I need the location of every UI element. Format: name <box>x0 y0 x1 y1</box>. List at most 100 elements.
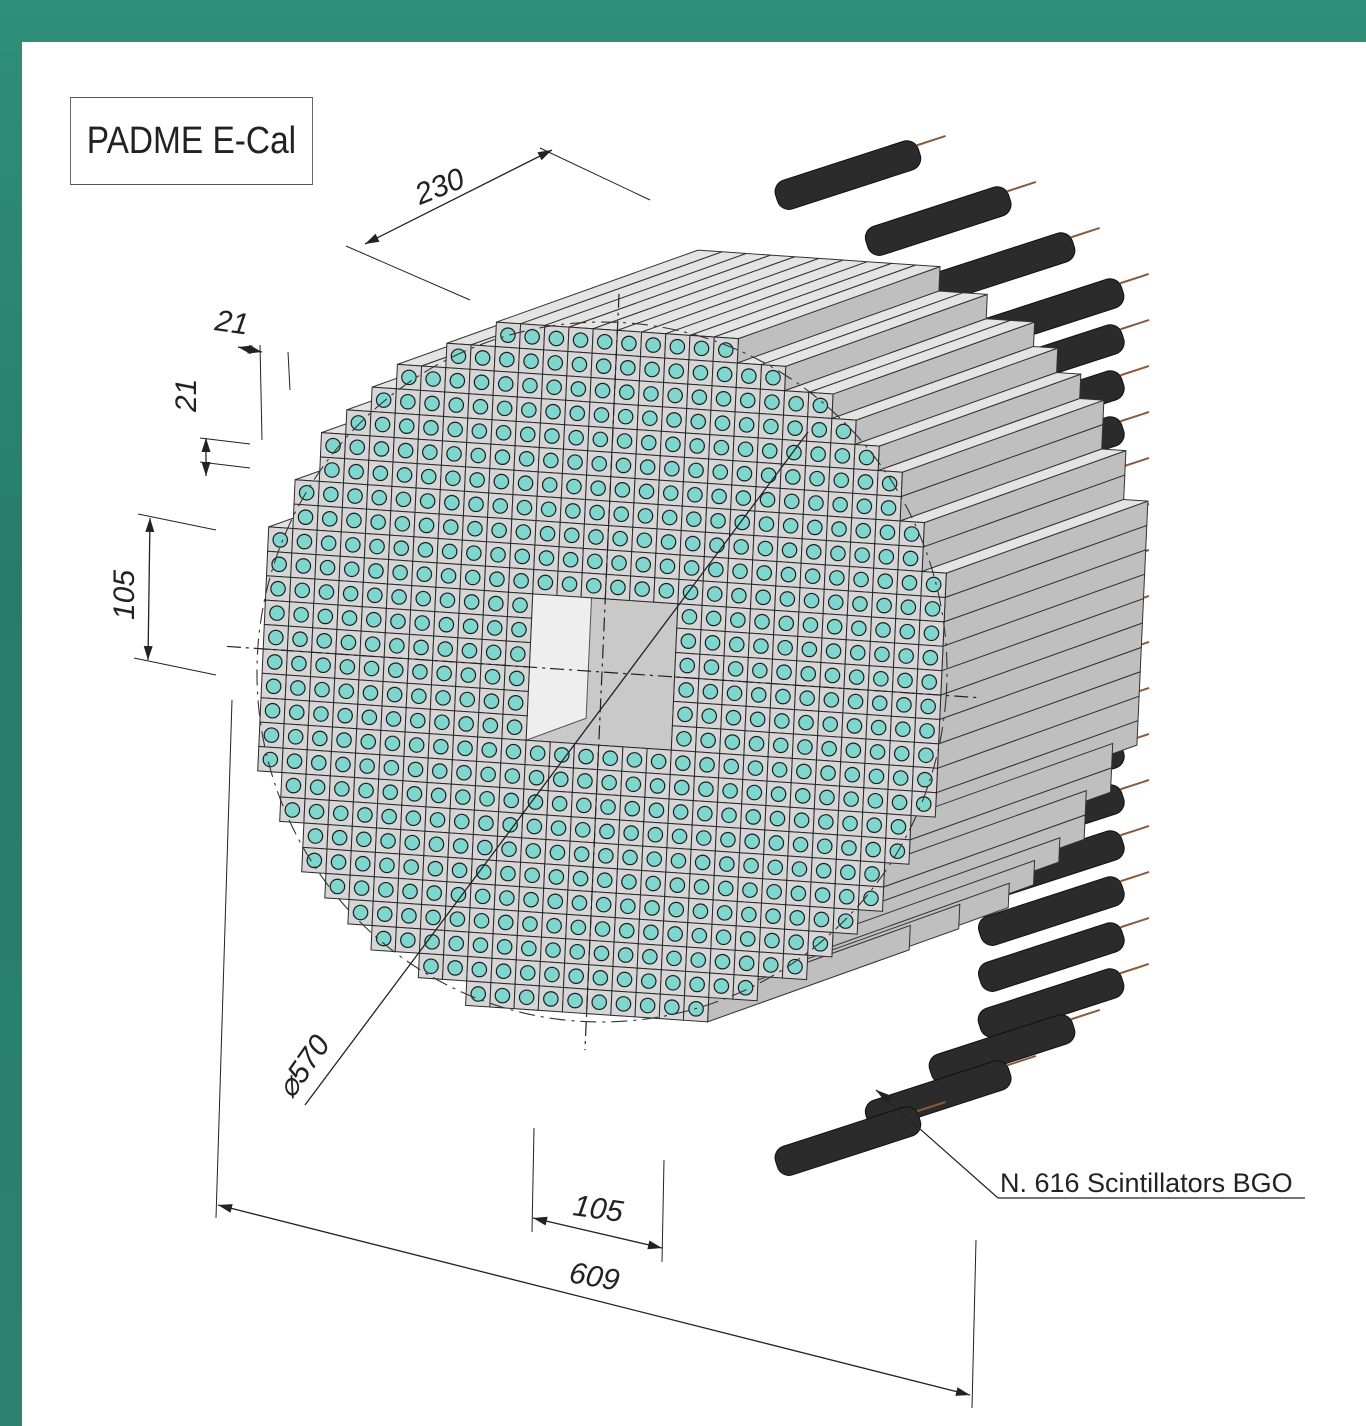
crystal-sensor <box>433 738 449 755</box>
crystal-sensor <box>738 955 755 972</box>
crystal-sensor <box>522 916 538 932</box>
crystal-sensor <box>845 742 862 759</box>
crystal-sensor <box>405 810 422 827</box>
crystal-sensor <box>477 839 493 856</box>
crystal-sensor <box>294 582 311 599</box>
crystal-sensor <box>880 500 897 516</box>
crystal-sensor <box>550 820 567 836</box>
crystal-sensor <box>620 360 636 376</box>
crystal-sensor <box>755 589 771 606</box>
crystal-sensor <box>572 870 589 887</box>
callout-scintillators-label: N. 616 Scintillators BGO <box>1000 1168 1293 1198</box>
crystal-sensor <box>812 397 829 414</box>
pmt-wire <box>916 1101 946 1113</box>
crystal-sensor <box>744 833 760 850</box>
crystal-sensor <box>473 374 490 391</box>
crystal-sensor <box>425 371 441 387</box>
crystal-sensor <box>362 685 379 701</box>
crystal-sensor <box>527 794 544 810</box>
crystal-sensor <box>866 817 883 833</box>
crystal-sensor <box>401 908 417 924</box>
crystal-sensor <box>822 716 839 733</box>
crystal-sensor <box>771 761 788 778</box>
crystal-sensor <box>721 807 737 824</box>
crystal-sensor <box>856 498 873 515</box>
crystal-sensor <box>469 472 485 488</box>
crystal-sensor <box>319 559 336 576</box>
crystal-sensor <box>728 636 745 653</box>
crystal-sensor <box>435 690 451 706</box>
crystal-sensor <box>899 623 916 640</box>
title-box: PADME E-Cal <box>70 97 313 185</box>
crystal-sensor <box>365 611 382 628</box>
crystal-sensor <box>561 576 578 592</box>
crystal-sensor <box>920 698 936 715</box>
crystal-sensor <box>853 571 869 588</box>
crystal-sensor <box>714 953 731 970</box>
crystal-sensor <box>330 854 347 870</box>
dim-hole-height-label: 105 <box>108 570 141 620</box>
crystal-sensor <box>595 896 612 913</box>
crystal-sensor <box>742 882 758 898</box>
pmt-wire <box>1007 181 1037 193</box>
crystal-sensor <box>565 503 581 519</box>
crystal-sensor <box>782 517 799 534</box>
dim-depth-line <box>364 149 553 245</box>
crystal-sensor <box>590 480 606 496</box>
crystal-sensor <box>720 831 736 848</box>
crystal-sensor <box>746 784 763 801</box>
crystal-sensor <box>703 659 720 676</box>
crystal-sensor <box>390 613 406 630</box>
crystal-sensor <box>541 477 558 493</box>
crystal-sensor <box>748 735 765 752</box>
crystal-sensor <box>667 926 683 942</box>
crystal-sensor <box>777 639 793 656</box>
crystal-sensor <box>382 784 399 800</box>
dim-crystal-height-line-arrowhead <box>201 462 211 476</box>
crystal-sensor <box>540 501 557 518</box>
crystal-sensor <box>763 957 779 973</box>
crystal-sensor <box>393 540 410 556</box>
crystal-sensor <box>417 542 434 558</box>
crystal-sensor <box>391 589 407 605</box>
crystal-sensor <box>613 506 630 523</box>
crystal-sensor <box>791 861 808 877</box>
crystal-sensor <box>876 597 892 614</box>
crystal-sensor <box>264 702 281 719</box>
crystal-sensor <box>545 403 561 420</box>
crystal-sensor <box>646 851 663 867</box>
crystal-sensor <box>430 787 447 804</box>
crystal-sensor <box>838 888 855 905</box>
crystal-sensor <box>689 438 705 454</box>
crystal-sensor <box>424 395 440 412</box>
crystal-sensor <box>802 617 819 633</box>
crystal-sensor <box>750 687 767 703</box>
crystal-sensor <box>645 337 661 353</box>
crystal-sensor <box>494 987 511 1004</box>
crystal-sensor <box>587 553 603 570</box>
crystal-sensor <box>636 532 653 549</box>
crystal-sensor <box>409 712 426 729</box>
crystal-sensor <box>474 350 491 366</box>
crystal-sensor <box>545 942 561 958</box>
crystal-sensor <box>890 819 907 835</box>
crystal-sensor <box>457 740 473 757</box>
crystal-sensor <box>691 389 708 405</box>
crystal-sensor <box>395 491 412 508</box>
crystal-sensor <box>625 776 642 793</box>
crystal-sensor <box>776 664 792 680</box>
crystal-sensor <box>705 610 722 627</box>
pmt-tube <box>978 922 1125 992</box>
pmt-tube <box>864 186 1012 256</box>
crystal-sensor <box>497 376 514 392</box>
crystal-sensor <box>548 869 565 885</box>
crystal-sensor <box>480 766 496 783</box>
crystal-sensor <box>295 558 312 574</box>
crystal-sensor <box>448 935 465 952</box>
crystal-sensor <box>925 576 942 593</box>
crystal-sensor <box>711 488 727 505</box>
crystal-sensor <box>875 622 891 638</box>
crystal-sensor <box>411 688 427 705</box>
crystal-sensor <box>736 465 753 482</box>
crystal-sensor <box>739 931 756 947</box>
